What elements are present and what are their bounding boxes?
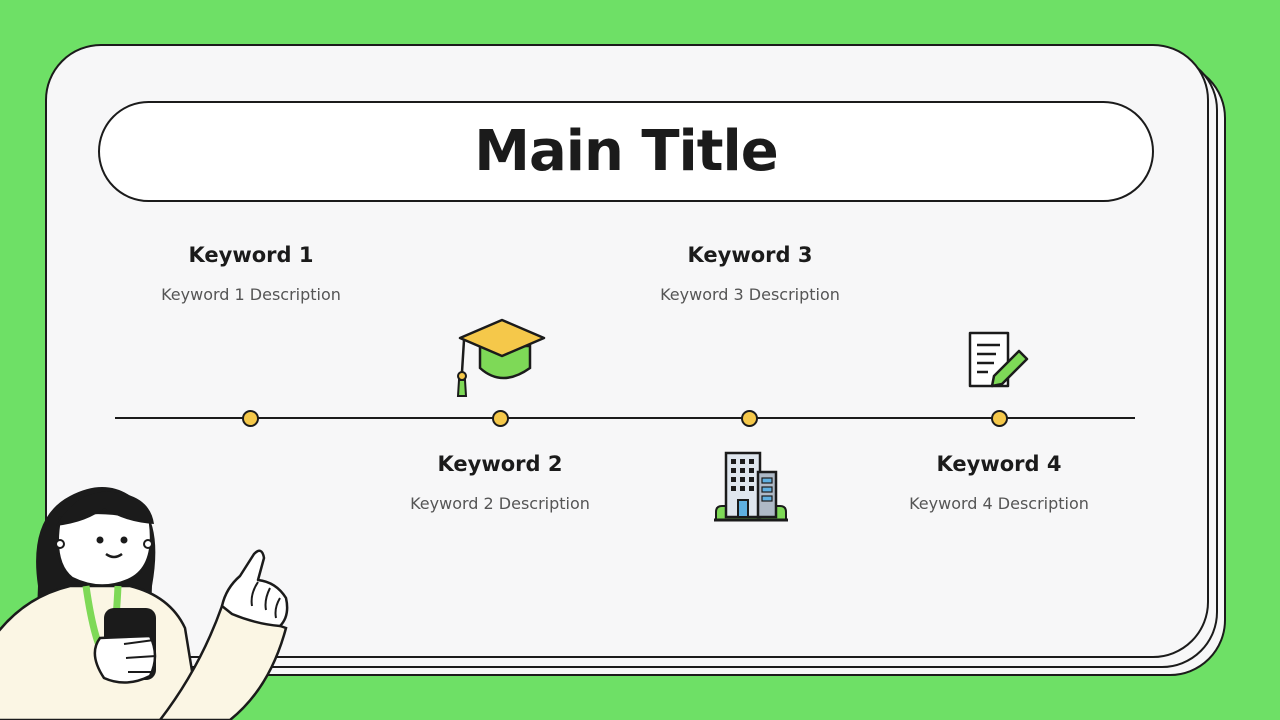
keyword-title: Keyword 3 xyxy=(687,243,813,267)
keyword-block-3: Keyword 3 Keyword 3 Description xyxy=(620,243,880,304)
keyword-description: Keyword 3 Description xyxy=(660,285,840,304)
office-building-icon xyxy=(714,451,788,522)
keyword-block-2: Keyword 2 Keyword 2 Description xyxy=(370,452,630,513)
keyword-description: Keyword 1 Description xyxy=(161,285,341,304)
keyword-description: Keyword 2 Description xyxy=(410,494,590,513)
keyword-description: Keyword 4 Description xyxy=(909,494,1089,513)
timeline-line xyxy=(115,417,1135,419)
keyword-title: Keyword 2 xyxy=(437,452,563,476)
timeline-dot-4 xyxy=(991,410,1008,427)
title-banner: Main Title xyxy=(98,101,1154,202)
timeline-dot-1 xyxy=(242,410,259,427)
main-title: Main Title xyxy=(474,119,778,184)
timeline-dot-2 xyxy=(492,410,509,427)
graduation-cap-icon xyxy=(456,318,546,397)
keyword-block-4: Keyword 4 Keyword 4 Description xyxy=(869,452,1129,513)
keyword-title: Keyword 4 xyxy=(936,452,1062,476)
keyword-title: Keyword 1 xyxy=(188,243,314,267)
document-edit-icon xyxy=(968,331,1029,388)
timeline-dot-3 xyxy=(741,410,758,427)
person-illustration xyxy=(0,487,289,720)
keyword-block-1: Keyword 1 Keyword 1 Description xyxy=(121,243,381,304)
